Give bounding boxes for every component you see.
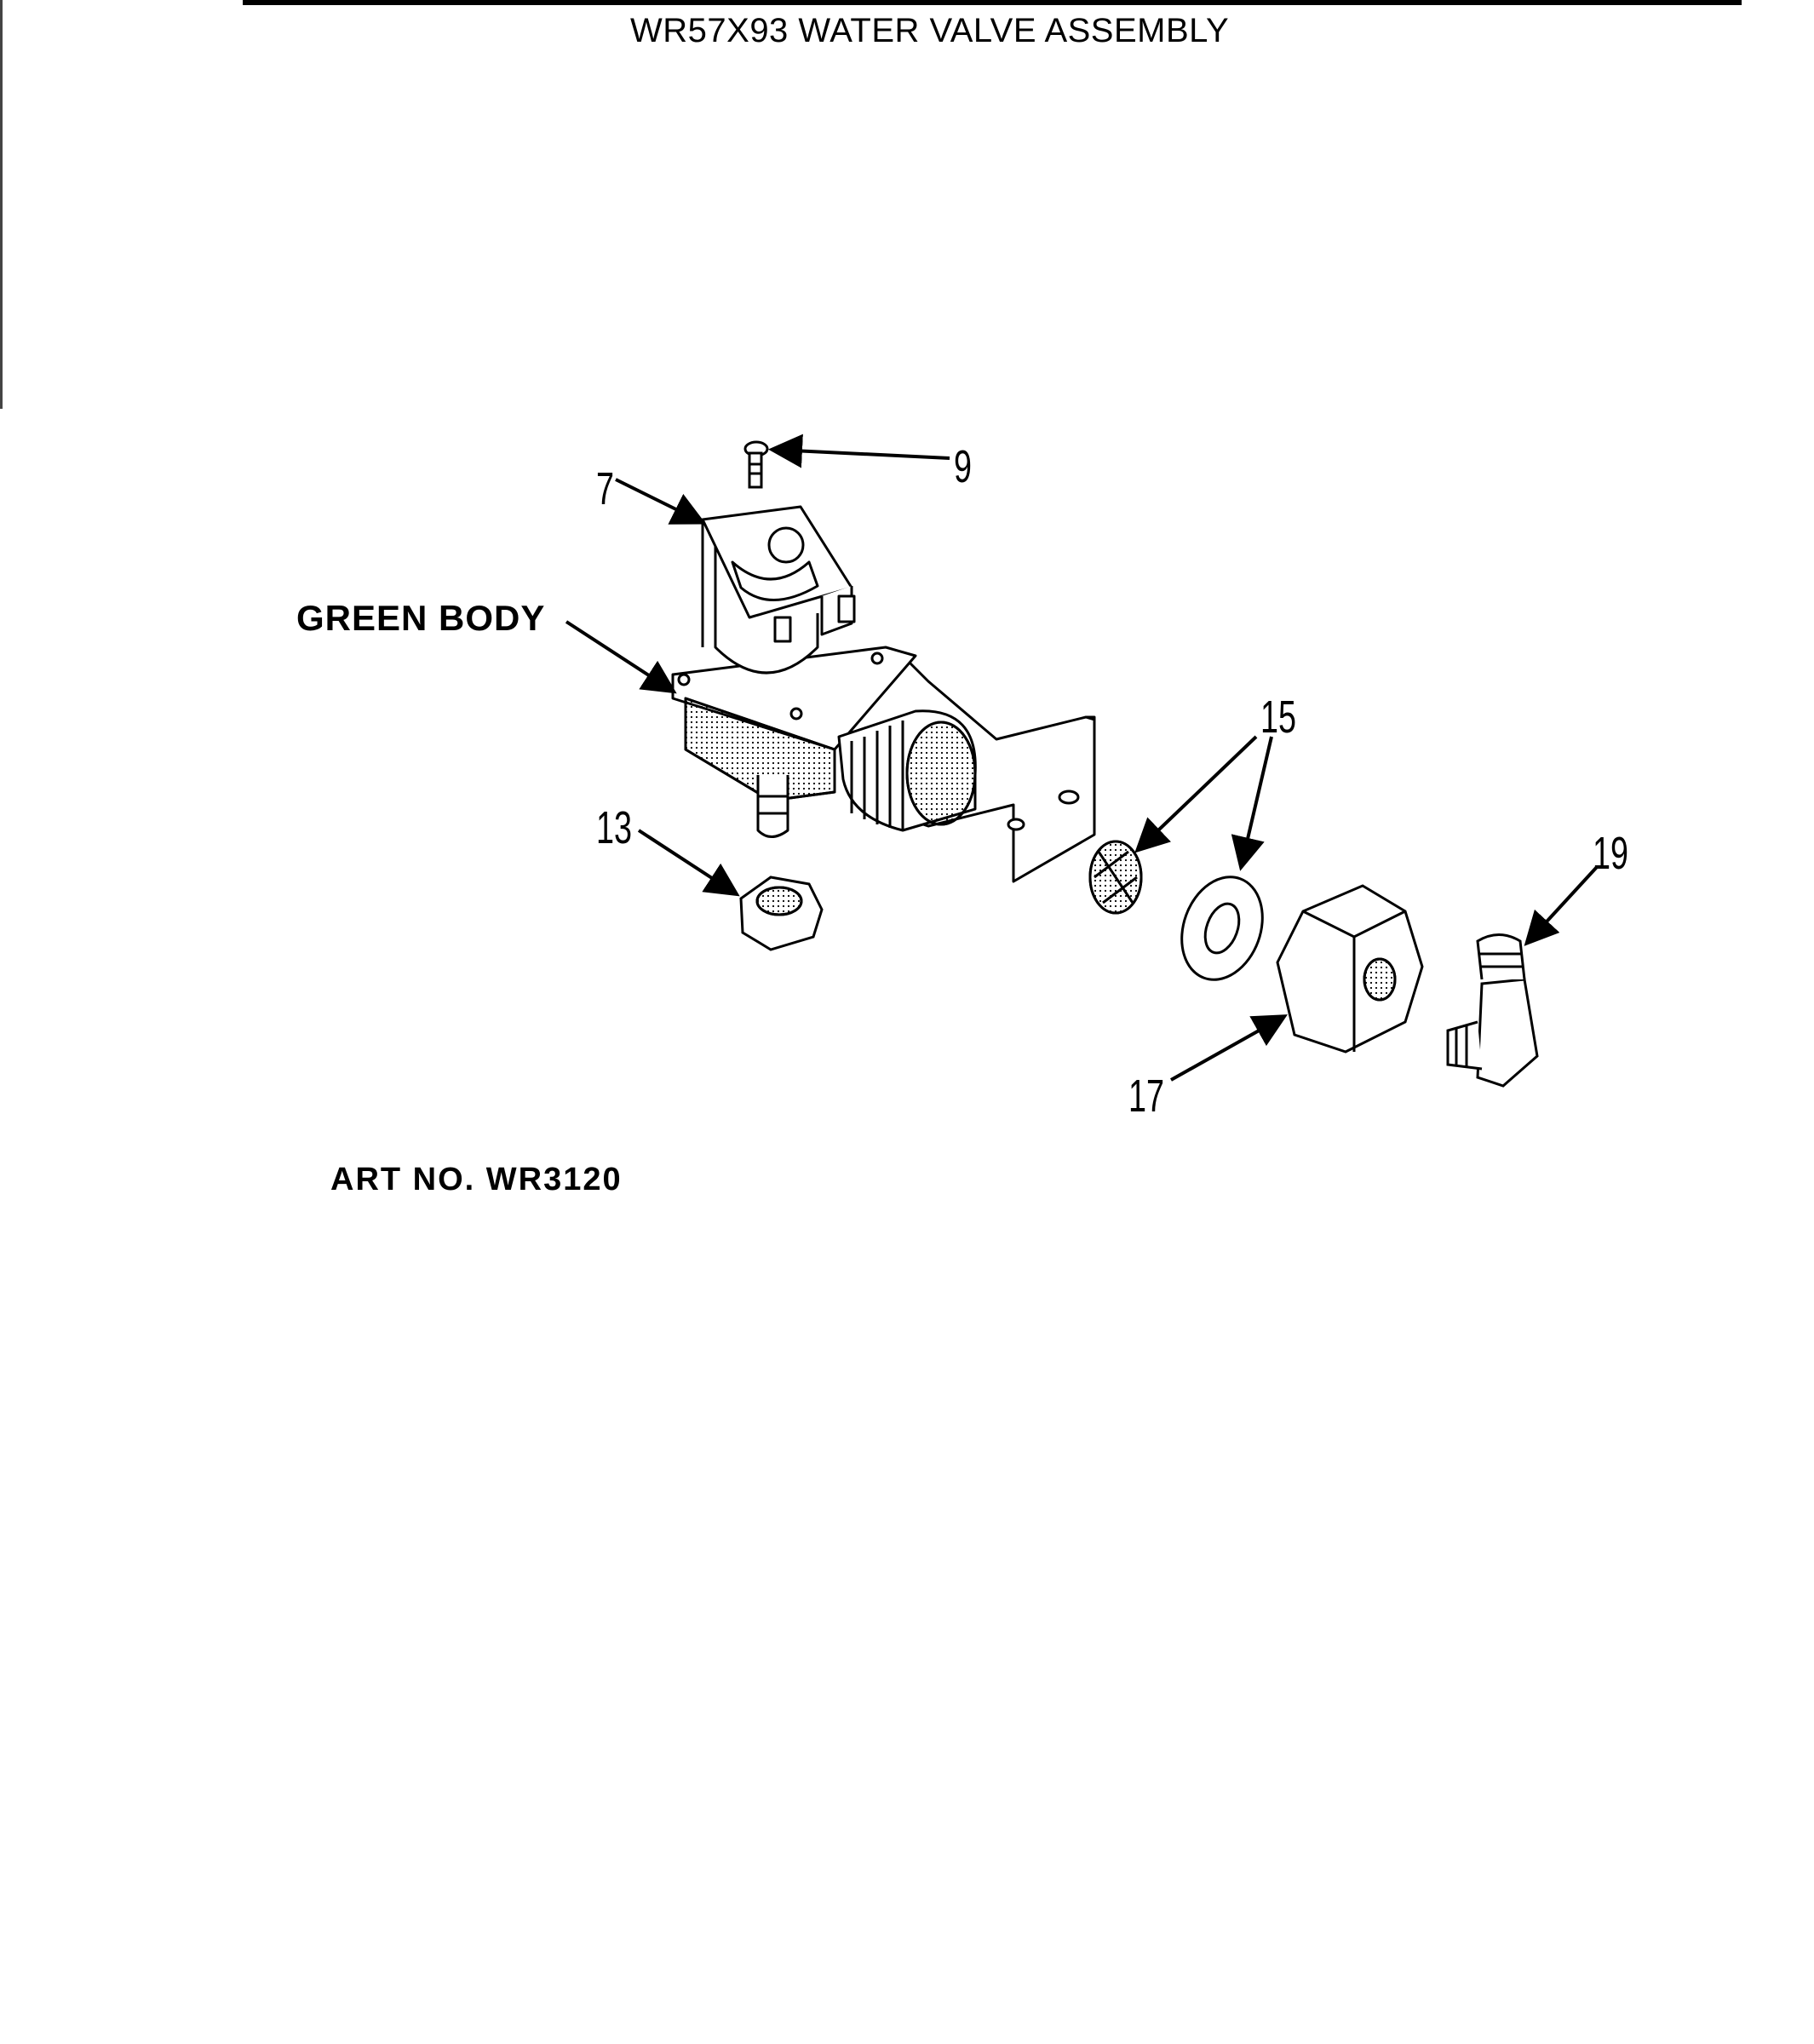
leader-arrow-green-body bbox=[565, 620, 677, 694]
page-title: WR57X93 WATER VALVE ASSEMBLY bbox=[630, 12, 1230, 49]
callout-9: 9 bbox=[954, 440, 972, 491]
leader-arrow-9 bbox=[768, 433, 950, 468]
callout-19: 19 bbox=[1593, 827, 1628, 878]
left-margin-rule bbox=[0, 0, 3, 409]
leader-arrow-7 bbox=[615, 478, 707, 525]
leader-arrow-19 bbox=[1524, 865, 1599, 946]
top-rule bbox=[243, 0, 1742, 5]
callout-13: 13 bbox=[596, 801, 632, 853]
water-valve-part-7 bbox=[671, 505, 1096, 883]
leader-arrow-15-strainer bbox=[1134, 735, 1258, 853]
hex-nut-part-17 bbox=[1276, 884, 1424, 1054]
screw-part-9 bbox=[743, 440, 769, 489]
leader-arrow-17 bbox=[1170, 1014, 1288, 1082]
art-number: ART NO. WR3120 bbox=[330, 1162, 623, 1197]
leader-arrow-13 bbox=[637, 829, 740, 897]
leader-arrows bbox=[565, 433, 1599, 1082]
callout-7: 7 bbox=[596, 462, 614, 514]
leader-arrow-15-washer bbox=[1231, 736, 1273, 871]
washer-part-15 bbox=[1180, 876, 1264, 981]
elbow-fitting-part-19 bbox=[1446, 933, 1539, 1088]
green-body-label: GREEN BODY bbox=[296, 598, 545, 638]
callout-15: 15 bbox=[1260, 691, 1296, 742]
hex-nut-part-13 bbox=[739, 876, 824, 951]
strainer-part-15 bbox=[1088, 840, 1143, 915]
callout-17: 17 bbox=[1128, 1070, 1164, 1121]
